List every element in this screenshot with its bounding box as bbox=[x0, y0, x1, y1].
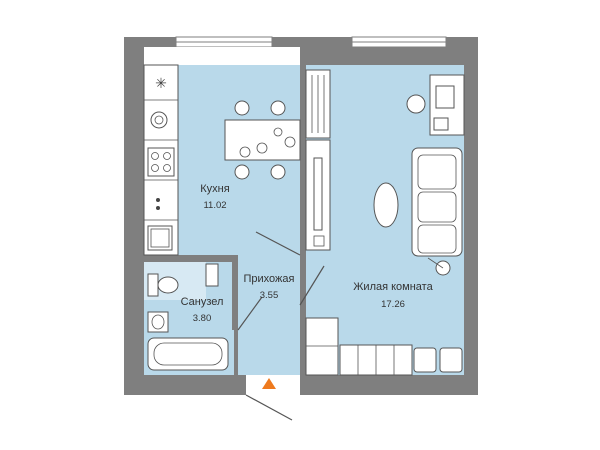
room-label-kitchen: Кухня bbox=[200, 183, 229, 195]
room-label-hall: Прихожая bbox=[244, 273, 295, 285]
armchair bbox=[413, 347, 437, 373]
entrance-door[interactable] bbox=[245, 394, 293, 421]
snowflake-icon: ✳ bbox=[155, 75, 167, 91]
kitchen-sink bbox=[147, 225, 173, 251]
entrance-arrow-icon bbox=[262, 378, 276, 389]
dining-chair bbox=[234, 100, 250, 116]
room-area-bathroom: 3.80 bbox=[193, 313, 212, 324]
bathtub bbox=[147, 337, 229, 371]
room-area-living: 17.26 bbox=[381, 299, 405, 310]
wall-hall-living bbox=[300, 310, 306, 375]
oven-knob bbox=[156, 198, 160, 202]
dining-chair bbox=[270, 100, 286, 116]
dining-table bbox=[224, 119, 301, 161]
bathroom-door[interactable] bbox=[237, 296, 263, 331]
tv-icon bbox=[313, 157, 323, 231]
water-heater bbox=[205, 263, 219, 287]
kitchen-door[interactable] bbox=[255, 231, 301, 256]
sofa bbox=[411, 147, 463, 257]
room-label-bathroom: Санузел bbox=[181, 296, 224, 308]
wall-bath-right bbox=[232, 262, 238, 330]
room-area-kitchen: 11.02 bbox=[203, 200, 226, 211]
armchair bbox=[439, 347, 463, 373]
floor-kitchen-notch bbox=[144, 47, 300, 65]
bathroom-sink bbox=[147, 311, 169, 333]
wall-living-bottom-right bbox=[300, 375, 478, 395]
washer-icon bbox=[150, 111, 168, 129]
room-area-hall: 3.55 bbox=[260, 290, 279, 301]
wall-kitchen-living bbox=[300, 65, 306, 255]
wardrobe bbox=[305, 317, 339, 376]
living-door[interactable] bbox=[299, 265, 325, 306]
dining-chair bbox=[234, 164, 250, 180]
coffee-table bbox=[373, 182, 399, 228]
stove-icon bbox=[147, 147, 175, 177]
toilet-tank bbox=[147, 273, 159, 297]
wall-bath-top bbox=[144, 256, 238, 262]
dining-chair bbox=[270, 164, 286, 180]
toilet-icon bbox=[157, 276, 179, 294]
room-label-living: Жилая комната bbox=[353, 281, 433, 293]
desk-chair bbox=[406, 94, 426, 114]
wall-bottom-left bbox=[124, 375, 246, 395]
laptop-icon bbox=[435, 85, 455, 109]
